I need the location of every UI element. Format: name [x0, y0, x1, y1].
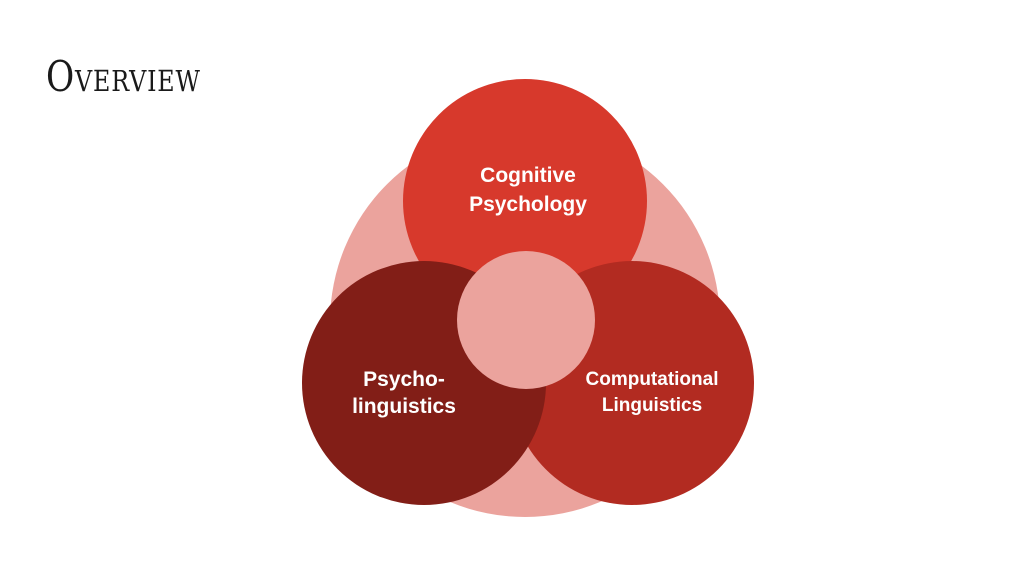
- center-overlap-circle: [457, 251, 595, 389]
- label-computational-line2: Linguistics: [602, 395, 702, 416]
- label-psycho-line1: Psycho-: [363, 368, 445, 391]
- label-computational-line1: Computational: [586, 369, 719, 390]
- circle-cognitive-psychology: [403, 79, 647, 323]
- slide-title: Overview: [46, 52, 201, 101]
- label-psycho-line2: linguistics: [352, 395, 456, 418]
- label-cognitive-line2: Psychology: [469, 193, 587, 216]
- label-cognitive-line1: Cognitive: [480, 164, 576, 187]
